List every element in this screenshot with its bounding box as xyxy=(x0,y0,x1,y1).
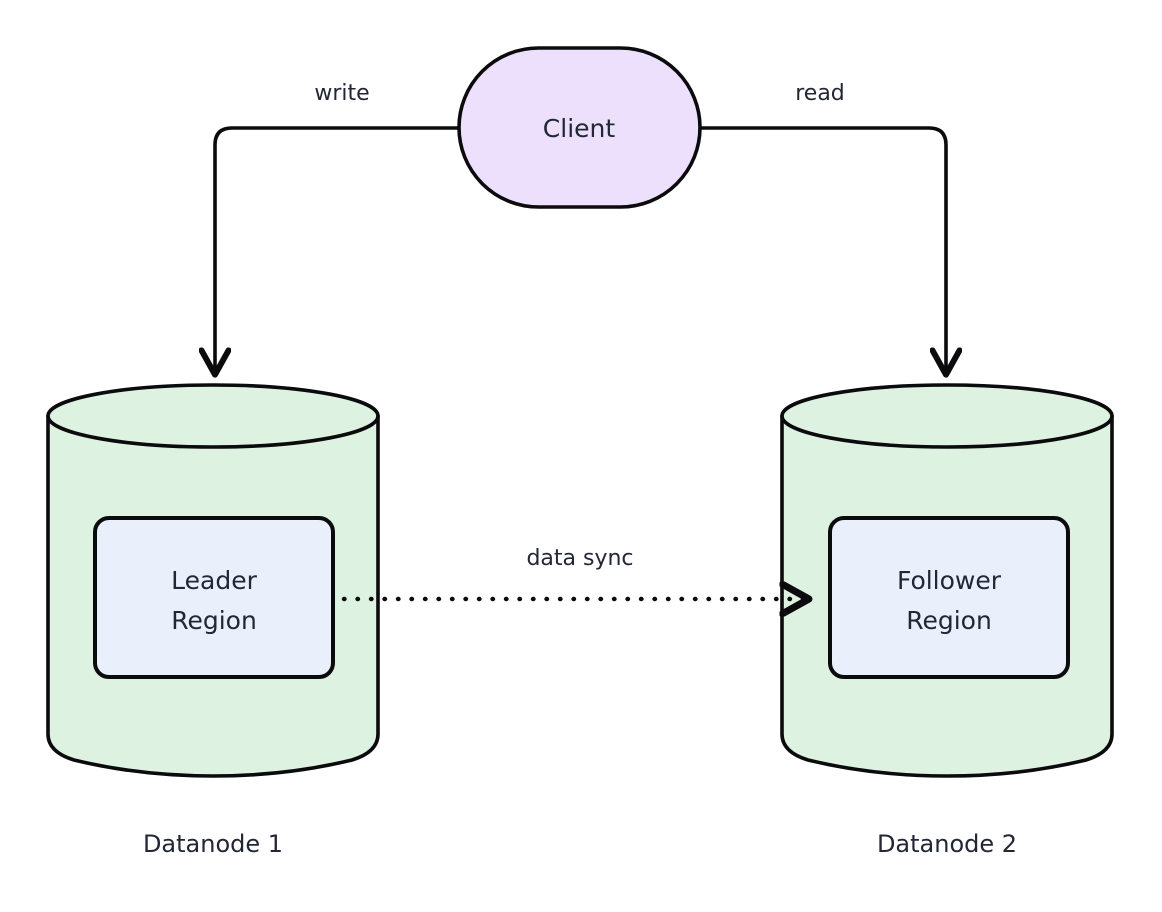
leader-region-label-line1: Leader xyxy=(171,566,257,595)
edge-write-path xyxy=(215,126,460,372)
client-label: Client xyxy=(543,114,616,143)
datanode-1-caption: Datanode 1 xyxy=(143,830,283,858)
leader-region[interactable]: Leader Region xyxy=(93,516,335,679)
edge-read-label: read xyxy=(795,81,845,106)
datanode-1-top-fill xyxy=(48,385,378,447)
follower-region[interactable]: Follower Region xyxy=(828,516,1070,679)
node-client[interactable]: Client xyxy=(457,46,702,209)
datanode-2-top-ellipse xyxy=(780,383,1114,449)
datanode-2-caption: Datanode 2 xyxy=(877,830,1017,858)
follower-region-label-line2: Region xyxy=(906,606,992,635)
datanode-1-outline xyxy=(46,414,380,778)
follower-region-box xyxy=(828,516,1070,679)
edge-write[interactable]: write xyxy=(215,81,460,372)
leader-region-label-line2: Region xyxy=(171,606,257,635)
edge-write-label: write xyxy=(314,81,369,106)
datanode-1[interactable]: Leader Region Datanode 1 xyxy=(46,383,380,858)
datanode-2[interactable]: Follower Region Datanode 2 xyxy=(780,383,1114,858)
edge-read[interactable]: read xyxy=(698,81,946,372)
follower-region-label-line1: Follower xyxy=(897,566,1002,595)
edge-read-path xyxy=(698,126,946,372)
leader-region-box xyxy=(93,516,335,679)
datanode-2-top-fill xyxy=(782,385,1112,447)
client-shape xyxy=(457,46,702,209)
datanode-1-top-ellipse xyxy=(46,383,380,449)
datanode-2-outline xyxy=(780,414,1114,778)
edge-data-sync-label: data sync xyxy=(526,546,633,571)
edge-data-sync[interactable]: data sync xyxy=(341,546,806,599)
